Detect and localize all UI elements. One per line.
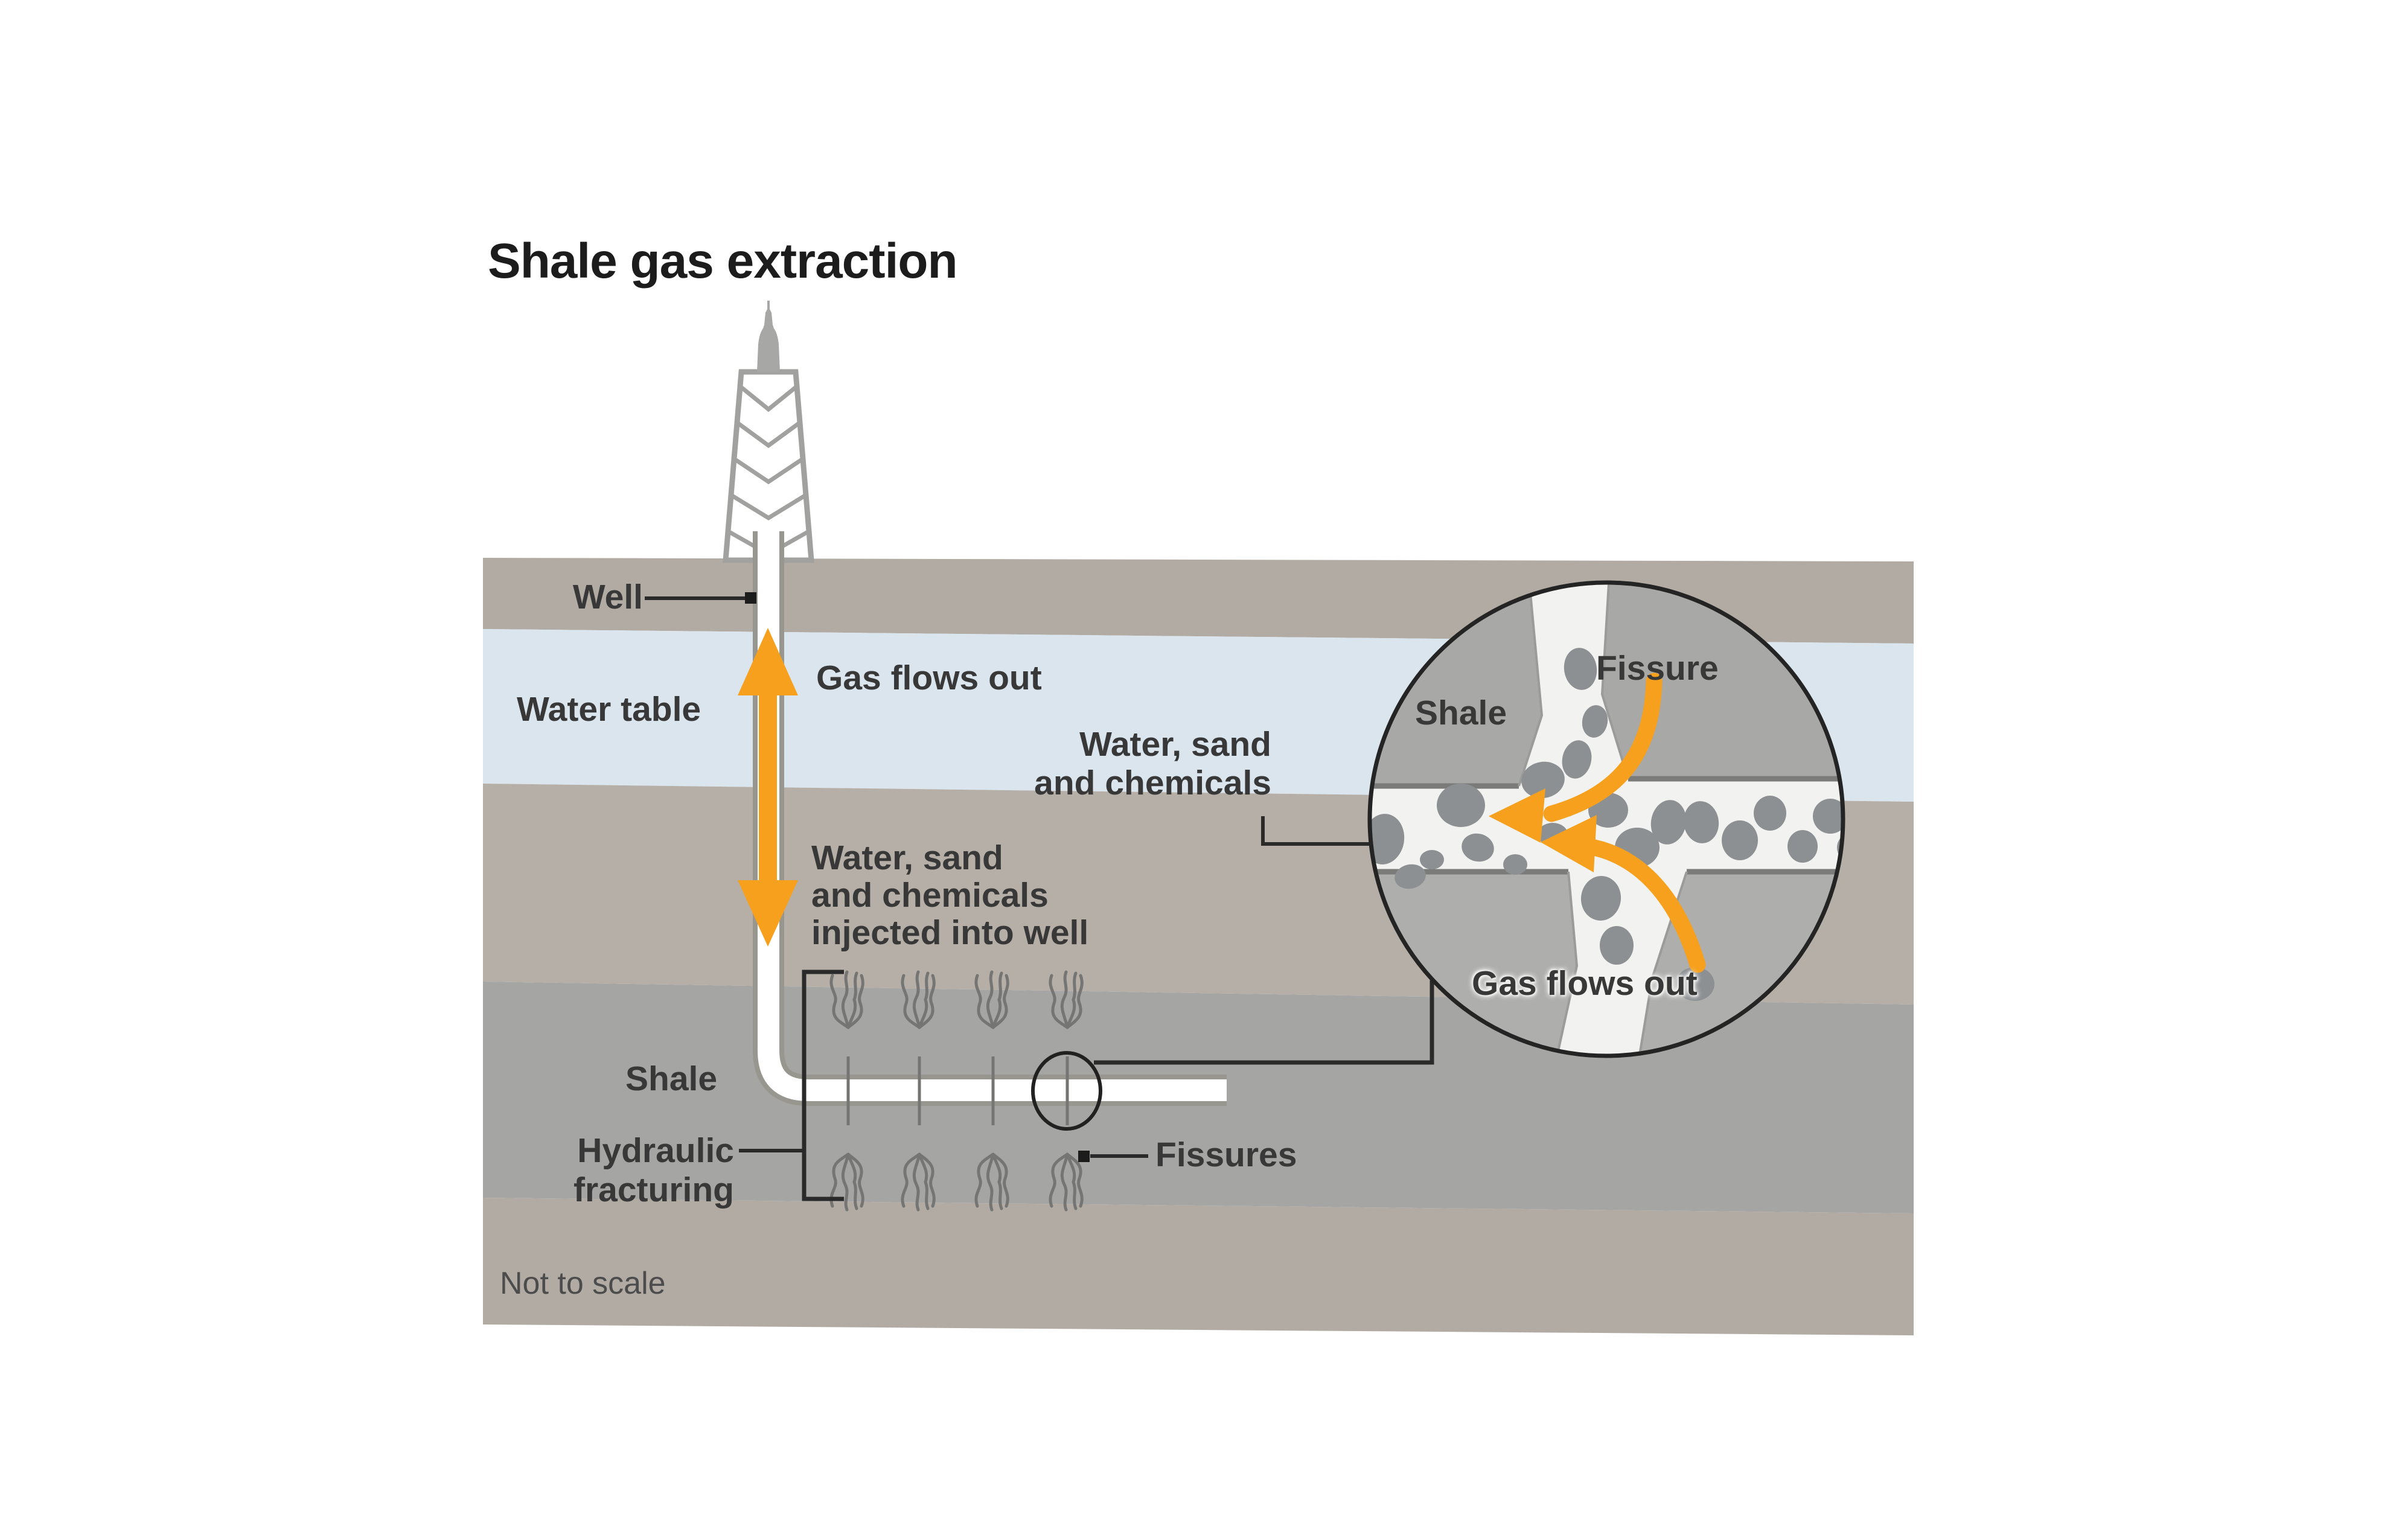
label-not-to-scale: Not to scale bbox=[500, 1266, 666, 1301]
label-hydraulic-fracturing: Hydraulic fracturing bbox=[573, 1131, 734, 1209]
diagram-title: Shale gas extraction bbox=[488, 234, 958, 289]
magnified-area-ring bbox=[1031, 1051, 1102, 1131]
label-injection: Water, sand and chemicals injected into … bbox=[811, 839, 1089, 953]
layer-bottom-soil bbox=[483, 1198, 1914, 1335]
label-shale: Shale bbox=[625, 1059, 718, 1098]
hydraulic-fracturing-bracket bbox=[802, 970, 844, 1201]
label-gas-flows-out: Gas flows out bbox=[816, 659, 1042, 697]
flow-arrow-up-down bbox=[738, 628, 798, 947]
label-water-table: Water table bbox=[517, 690, 701, 729]
drilling-rig-icon bbox=[723, 301, 814, 563]
leader-lines bbox=[645, 592, 1451, 1201]
rig-crown bbox=[757, 301, 780, 372]
inset-label-shale: Shale bbox=[1415, 694, 1507, 732]
label-well: Well bbox=[572, 578, 643, 616]
sand-pebbles bbox=[1372, 648, 1841, 1001]
label-fissures: Fissures bbox=[1155, 1136, 1297, 1174]
fissures-graphics bbox=[831, 972, 1082, 1210]
inset-label-gas-flows-out: Gas flows out bbox=[1472, 964, 1698, 1003]
inset-label-fissure: Fissure bbox=[1596, 649, 1719, 688]
inset-circle-outline bbox=[1367, 580, 1845, 1058]
inset-flow-arrows bbox=[1489, 673, 1706, 973]
inset-label-water-sand-chemicals: Water, sand and chemicals bbox=[1034, 725, 1271, 802]
inset-connector-line bbox=[1094, 980, 1434, 1065]
